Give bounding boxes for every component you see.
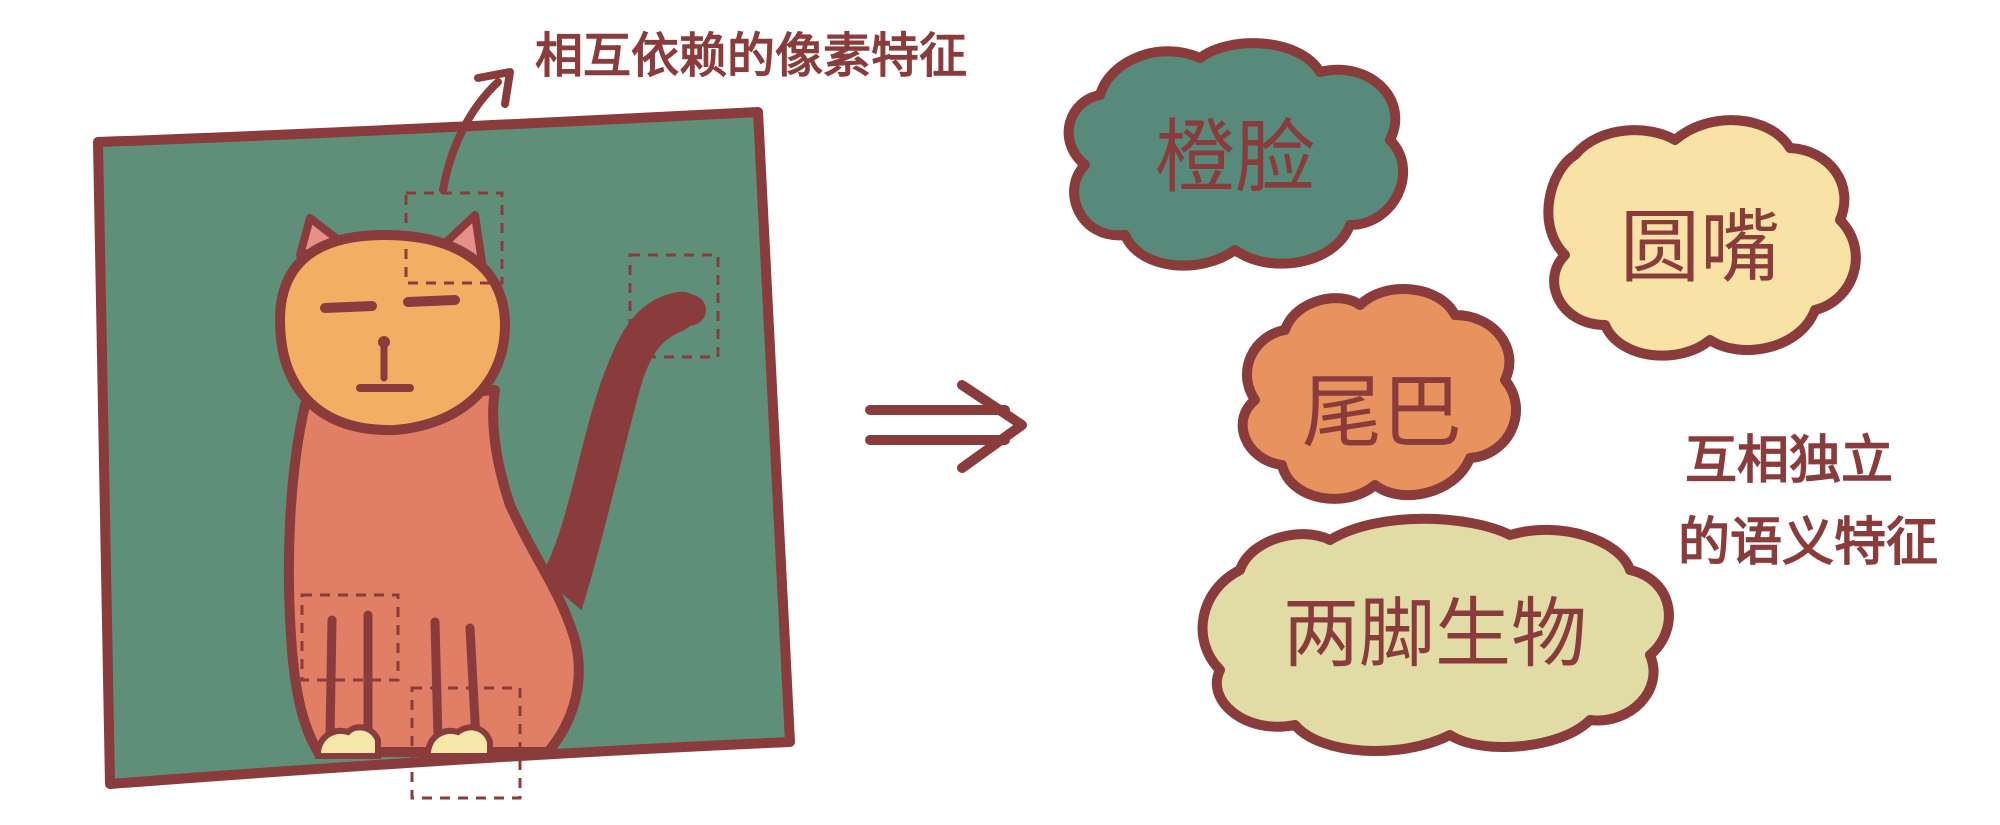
dashed-box-tail-tip <box>628 253 720 359</box>
cloud-label: 尾巴 <box>1302 366 1462 459</box>
cloud-label: 橙脸 <box>1155 111 1315 204</box>
cloud-round-mouth: 圆嘴 <box>1543 115 1861 361</box>
dashed-box-ear <box>404 191 504 285</box>
semantic-features-label-line1: 互相独立 <box>1685 431 1893 491</box>
cloud-label: 两脚生物 <box>1283 589 1587 678</box>
arrow-head-icon <box>474 68 514 108</box>
cat-head <box>274 211 511 436</box>
cloud-tail: 尾巴 <box>1237 284 1521 504</box>
dashed-box-paws <box>410 686 522 800</box>
cloud-label: 圆嘴 <box>1620 201 1780 294</box>
cloud-biped-creature: 两脚生物 <box>1197 513 1674 757</box>
annotation-arrow <box>439 78 502 194</box>
semantic-clouds: 橙脸 圆嘴 尾巴 两脚生物 互相独立 的语义特征 <box>1063 38 1938 757</box>
cat-paws <box>315 724 493 759</box>
cloud-orange-face: 橙脸 <box>1063 38 1409 271</box>
pixel-feature-boxes <box>300 191 720 800</box>
double-arrow-right-icon <box>865 380 1027 473</box>
pixel-features-label: 相互依赖的像素特征 <box>535 28 967 84</box>
cat-legs <box>325 610 481 745</box>
semantic-features-label-line2: 的语义特征 <box>1678 513 1938 573</box>
cat-picture-panel: 相互依赖的像素特征 <box>93 28 967 800</box>
cat-body <box>283 385 584 757</box>
